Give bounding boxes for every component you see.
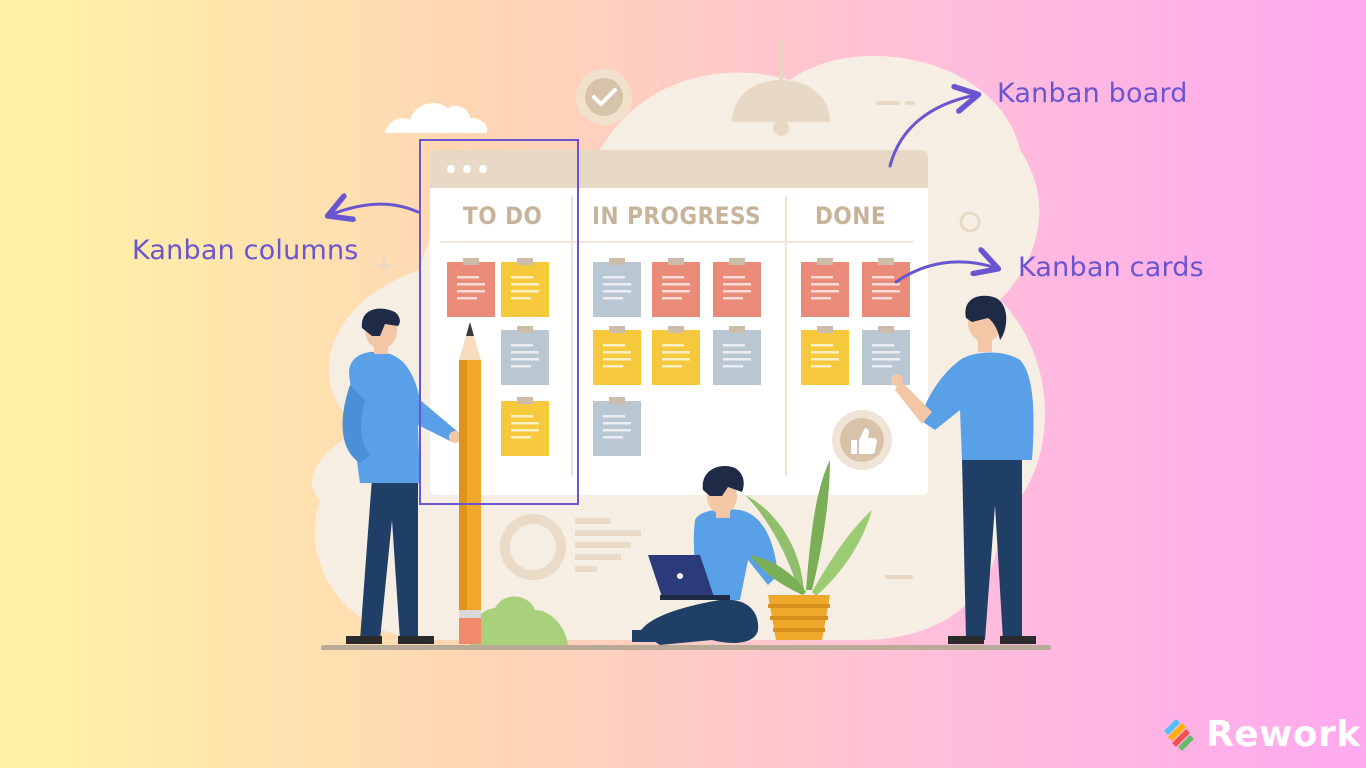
column-highlight-frame bbox=[419, 139, 579, 505]
kanban-card bbox=[713, 326, 761, 385]
pencil bbox=[459, 322, 481, 644]
column-title-in-progress: IN PROGRESS bbox=[592, 202, 762, 230]
kanban-card bbox=[501, 397, 549, 456]
kanban-card bbox=[801, 258, 849, 317]
callout-kanban-columns: Kanban columns bbox=[132, 235, 359, 266]
callout-kanban-board: Kanban board bbox=[997, 78, 1188, 109]
kanban-card bbox=[713, 258, 761, 317]
person-right bbox=[891, 295, 1036, 644]
bush bbox=[470, 596, 568, 645]
arrow-to-columns bbox=[330, 204, 420, 215]
brand-name: Rework bbox=[1206, 713, 1361, 755]
kanban-card bbox=[652, 258, 700, 317]
lamp-decor bbox=[732, 80, 830, 122]
kanban-card bbox=[862, 326, 910, 385]
thumbs-up-icon bbox=[851, 428, 877, 454]
kanban-card bbox=[593, 258, 641, 317]
arrow-to-cards bbox=[894, 262, 996, 284]
kanban-card bbox=[501, 326, 549, 385]
kanban-card bbox=[593, 326, 641, 385]
person-sitting bbox=[632, 466, 778, 645]
kanban-card bbox=[447, 258, 495, 317]
column-title-done: DONE bbox=[815, 202, 887, 230]
person-left bbox=[342, 308, 461, 644]
donut-decor bbox=[500, 514, 566, 580]
kanban-card bbox=[862, 258, 910, 317]
plant bbox=[745, 460, 872, 640]
cloud-decor bbox=[385, 103, 488, 133]
check-icon bbox=[592, 88, 617, 106]
ground-line bbox=[321, 645, 1051, 650]
kanban-card bbox=[652, 326, 700, 385]
callout-kanban-cards: Kanban cards bbox=[1018, 252, 1204, 283]
kanban-board bbox=[430, 150, 928, 495]
rework-logo-icon bbox=[1164, 719, 1194, 751]
kanban-card bbox=[593, 397, 641, 456]
kanban-card bbox=[501, 258, 549, 317]
arrow-to-board bbox=[888, 95, 976, 168]
column-title-todo: TO DO bbox=[463, 202, 543, 230]
kanban-card bbox=[801, 326, 849, 385]
brand-logo: Rework bbox=[1160, 708, 1361, 760]
